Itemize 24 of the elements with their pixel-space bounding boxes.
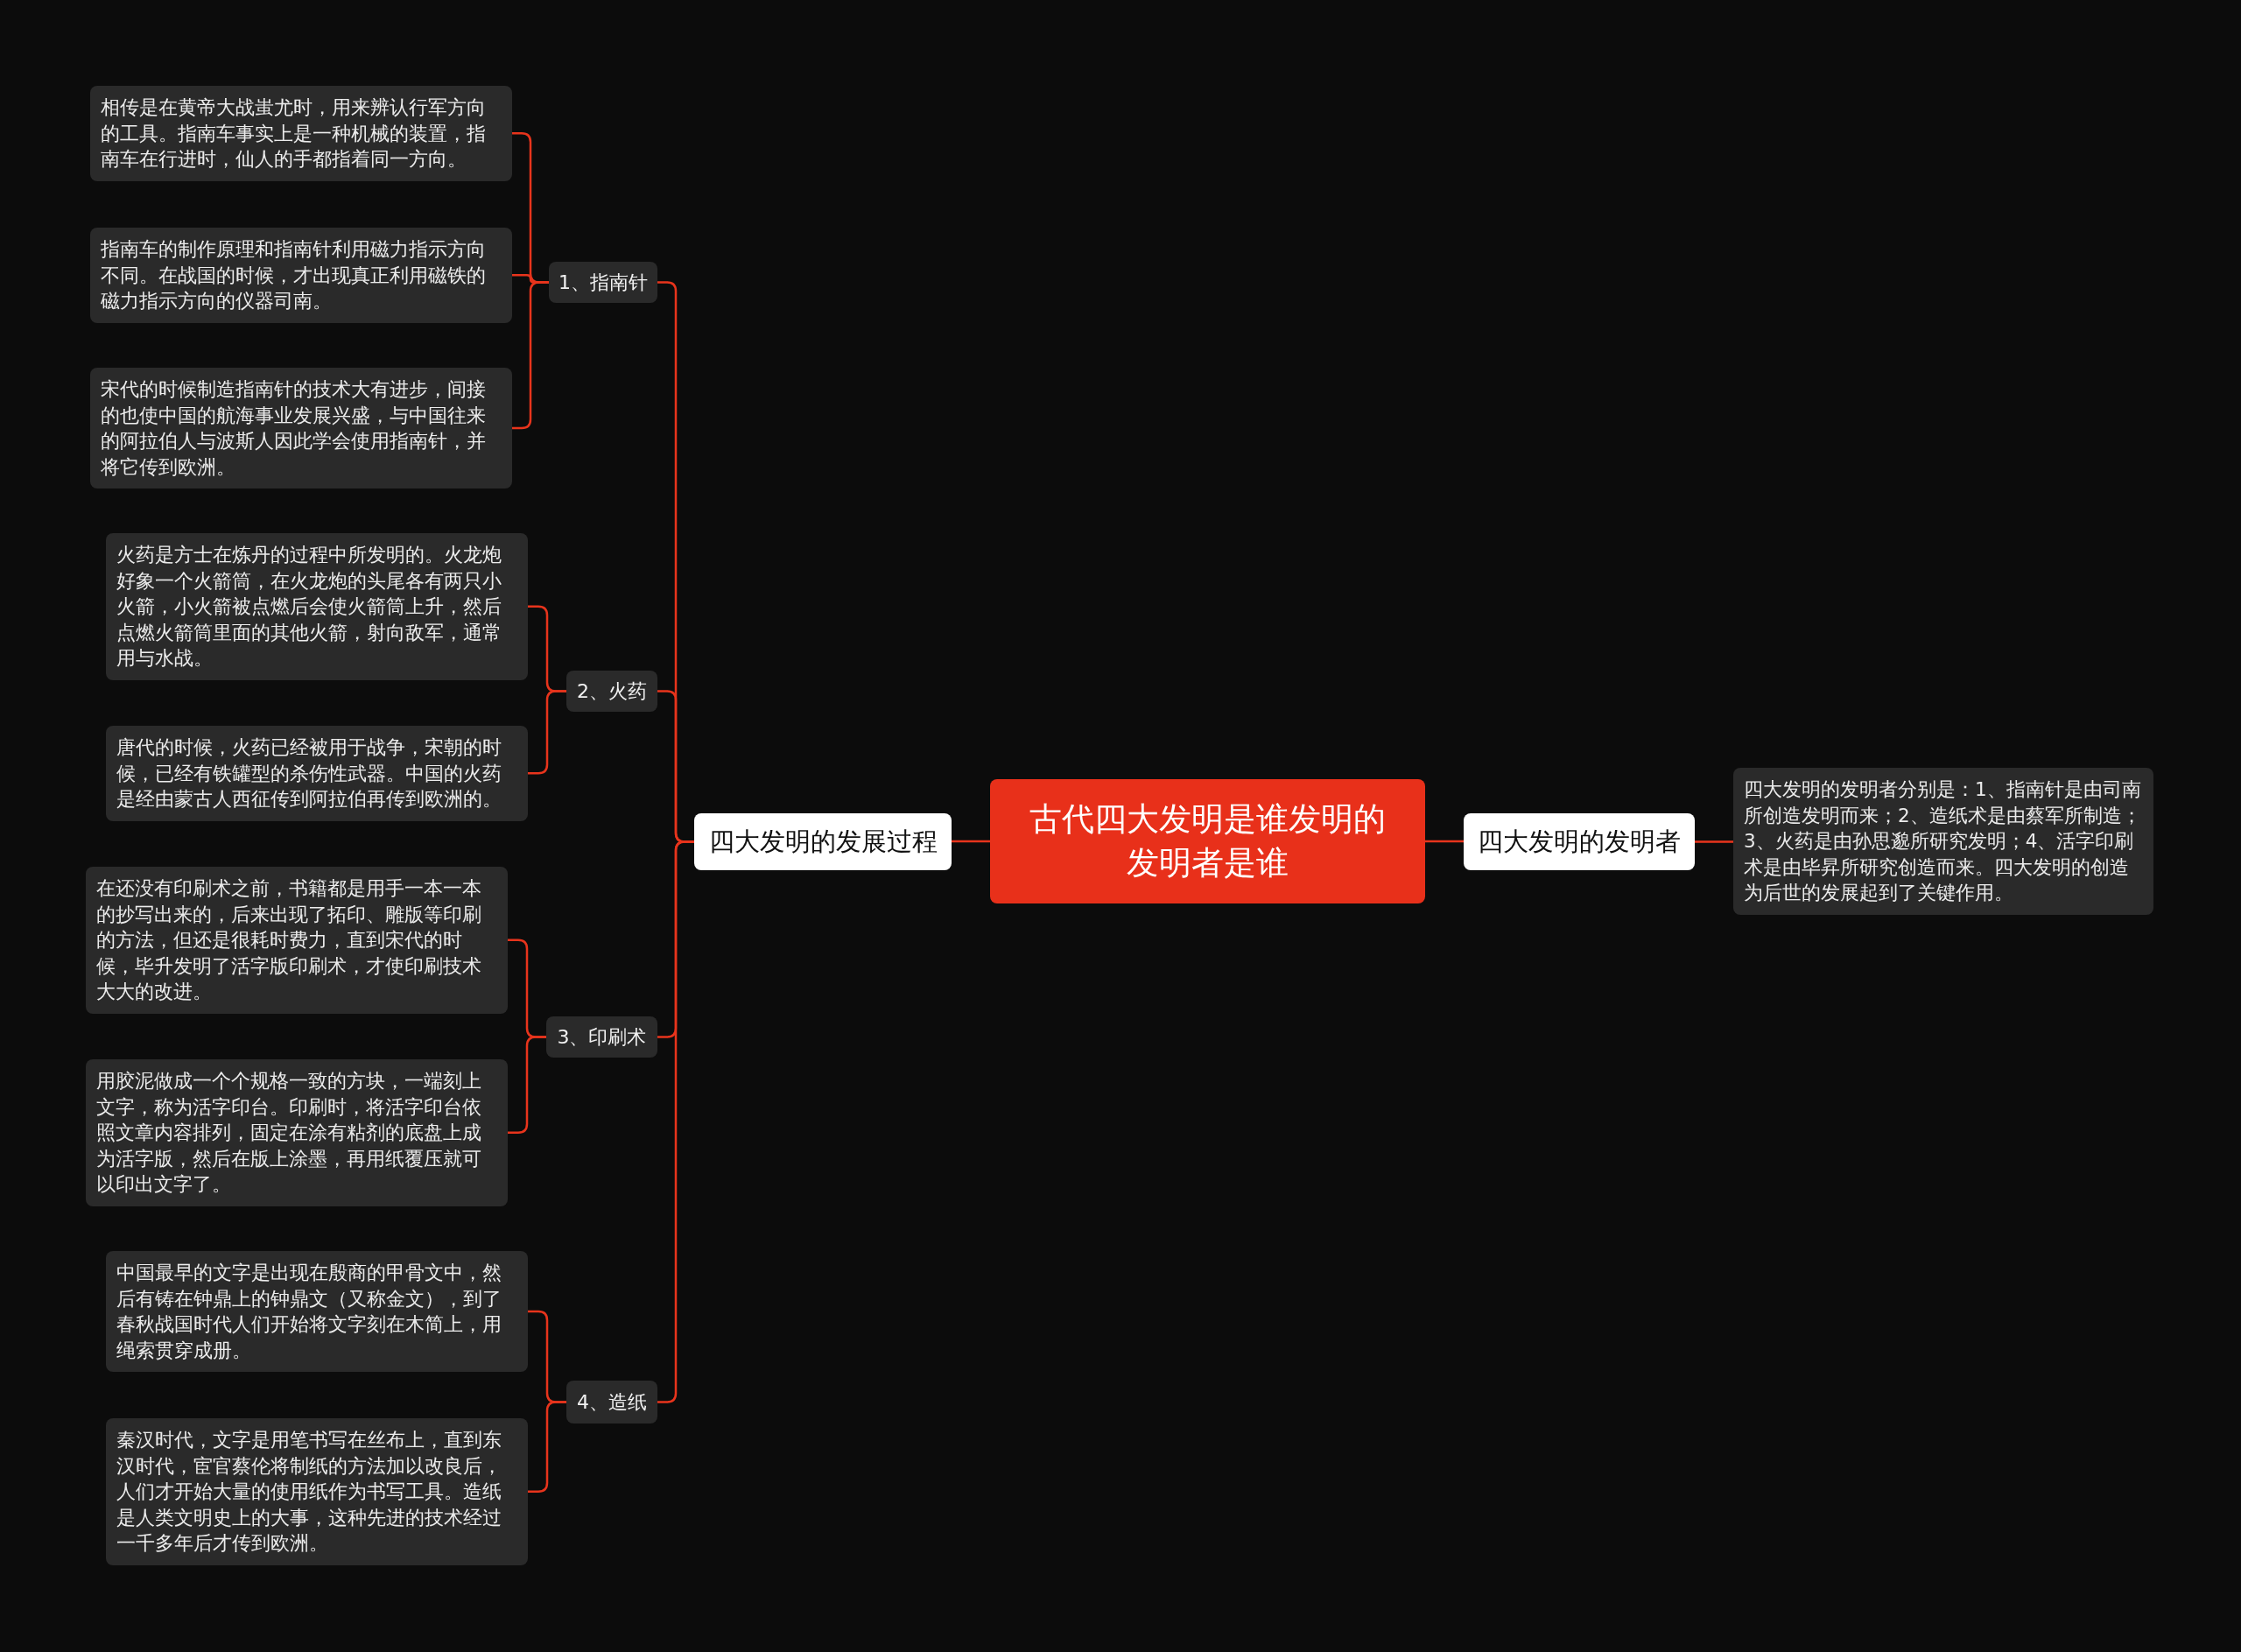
note-box: 宋代的时候制造指南针的技术大有进步，间接的也使中国的航海事业发展兴盛，与中国往来的阿拉伯人与波斯人因此学会使用指南针，并将它传到欧洲。 <box>90 368 512 489</box>
note-box: 中国最早的文字是出现在殷商的甲骨文中，然后有铸在钟鼎上的钟鼎文（又称金文），到了春秋战国时代人们开始将文字刻在木简上，用绳索贯穿成册。 <box>106 1251 528 1372</box>
central-topic: 古代四大发明是谁发明的发明者是谁 <box>990 779 1425 903</box>
note-box: 四大发明的发明者分别是：1、指南针是由司南所创造发明而来；2、造纸术是由蔡军所制造；3、火药是由孙思邈所研究发明；4、活字印刷术是由毕昇所研究创造而来。四大发明的创造为后世的发展起到了关键作用。 <box>1733 768 2153 915</box>
note-box: 唐代的时候，火药已经被用于战争，宋朝的时候，已经有铁罐型的杀伤性武器。中国的火药是经由蒙古人西征传到阿拉伯再传到欧洲的。 <box>106 726 528 821</box>
connector-line <box>528 690 566 775</box>
connector-line <box>1425 840 1464 843</box>
connector-line <box>512 281 549 430</box>
connector-line <box>952 840 990 843</box>
branch-topic: 四大发明的发明者 <box>1464 813 1695 870</box>
connector-line <box>528 1401 566 1493</box>
subtopic-box: 1、指南针 <box>549 262 657 303</box>
note-box: 指南车的制作原理和指南针利用磁力指示方向不同。在战国的时候，才出现真正利用磁铁的磁力指示方向的仪器司南。 <box>90 228 512 323</box>
note-box: 火药是方士在炼丹的过程中所发明的。火龙炮好象一个火箭筒，在火龙炮的头尾各有两只小火箭，小火箭被点燃后会使火箭筒上升，然后点燃火箭筒里面的其他火箭，射向敌军，通常用与水战。 <box>106 533 528 680</box>
subtopic-box: 2、火药 <box>566 671 657 712</box>
note-box: 秦汉时代，文字是用笔书写在丝布上，直到东汉时代，宦官蔡伦将制纸的方法加以改良后，人们才开始大量的使用纸作为书写工具。造纸是人类文明史上的大事，这种先进的技术经过一千多年后才传到欧洲。 <box>106 1418 528 1565</box>
note-box: 相传是在黄帝大战蚩尤时，用来辨认行军方向的工具。指南车事实上是一种机械的装置，指南车在行进时，仙人的手都指着同一方向。 <box>90 86 512 181</box>
connector-line <box>508 1036 546 1134</box>
note-box: 在还没有印刷术之前，书籍都是用手一本一本的抄写出来的，后来出现了拓印、雕版等印刷的方法，但还是很耗时费力，直到宋代的时候，毕升发明了活字版印刷术，才使印刷技术大大的改进。 <box>86 867 508 1014</box>
note-box: 用胶泥做成一个个规格一致的方块，一端刻上文字，称为活字印台。印刷时，将活字印台依照文章内容排列，固定在涂有粘剂的底盘上成为活字版，然后在版上涂墨，再用纸覆压就可以印出文字了。 <box>86 1059 508 1206</box>
branch-topic: 四大发明的发展过程 <box>694 813 952 870</box>
connector-line <box>1695 840 1733 843</box>
subtopic-box: 4、造纸 <box>566 1381 657 1424</box>
subtopic-box: 3、印刷术 <box>546 1016 657 1058</box>
